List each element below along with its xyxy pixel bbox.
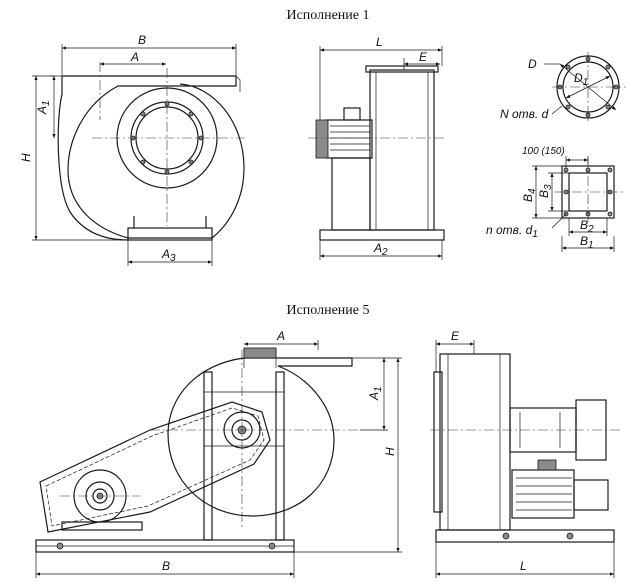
- label-holes-n: n отв. d1: [486, 223, 538, 240]
- dim-H: H: [19, 153, 33, 162]
- dim-pitch: 100 (150): [522, 146, 565, 157]
- label-holes-N: N отв. d: [500, 107, 549, 121]
- dim-A1: A1: [35, 100, 52, 115]
- v5-front-view: A A1 H B: [35, 329, 402, 578]
- title-variant-1: Исполнение 1: [286, 8, 369, 23]
- title-variant-5: Исполнение 5: [286, 303, 369, 318]
- dim-H-v5: H: [383, 447, 397, 456]
- v1-front-view: B A A1 H A3: [19, 33, 245, 266]
- dim-D: D: [528, 57, 537, 71]
- dim-B3: B3: [537, 184, 554, 198]
- dim-A3: A3: [161, 247, 176, 264]
- dim-B2: B2: [580, 218, 594, 235]
- dim-E-v5: E: [451, 329, 460, 343]
- dim-B4: B4: [521, 188, 538, 202]
- dim-A-v5: A: [276, 329, 285, 343]
- square-flange-detail: 100 (150) B4 B3 B2 B1 n отв. d1: [486, 146, 624, 252]
- dim-L-v5: L: [520, 559, 527, 573]
- dim-E: E: [419, 50, 428, 64]
- v1-side-view: L E A2: [308, 35, 446, 260]
- v5-side-view: E L: [430, 329, 620, 578]
- dim-D1: D1: [574, 71, 588, 88]
- dim-B-v5: B: [162, 559, 170, 573]
- dim-A1-v5: A1: [367, 386, 384, 401]
- dim-A: A: [130, 50, 139, 64]
- dim-B1: B1: [580, 234, 594, 251]
- dim-B: B: [138, 33, 146, 47]
- dim-A2: A2: [373, 241, 388, 258]
- round-flange-detail: D D1 N отв. d: [500, 52, 626, 122]
- dim-L: L: [376, 35, 383, 49]
